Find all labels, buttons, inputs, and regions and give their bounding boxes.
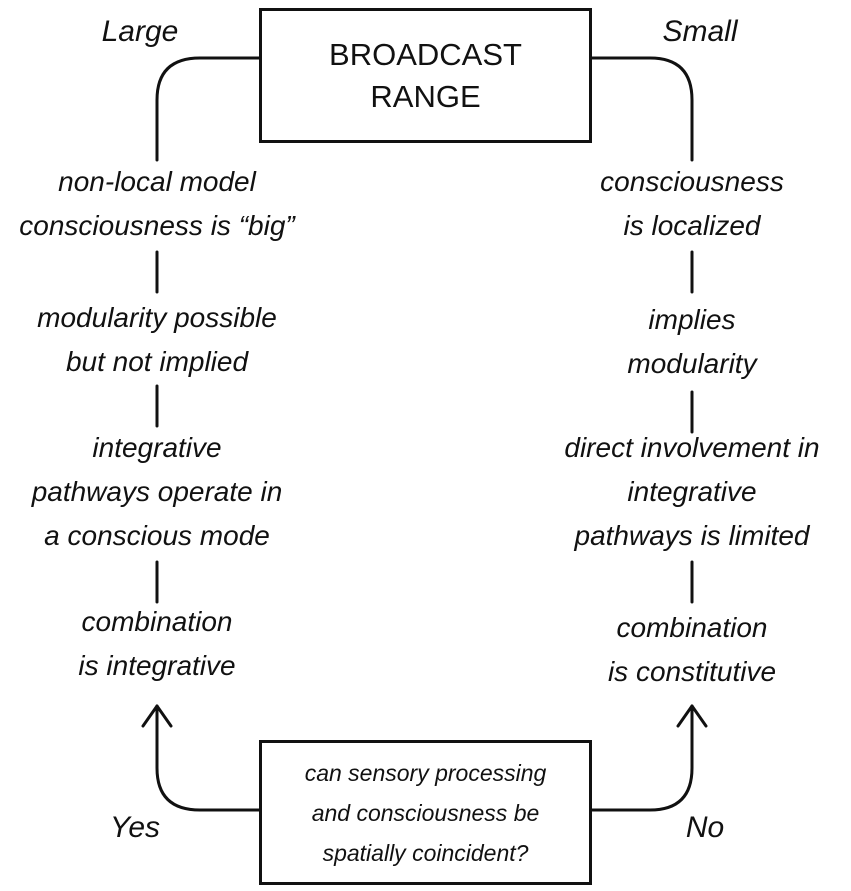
question-line-3: spatially coincident? bbox=[322, 839, 529, 866]
left-item-modularity-possible: modularity possible but not implied bbox=[37, 302, 277, 377]
right-item-implies-modularity: implies modularity bbox=[627, 304, 757, 379]
right-item-combination-constitutive: combination is constitutive bbox=[607, 612, 777, 687]
right-header-label: Small bbox=[662, 15, 738, 48]
answer-yes-label: Yes bbox=[109, 811, 161, 844]
title-to-right-connector bbox=[590, 56, 694, 162]
left-header-label: Large bbox=[101, 15, 179, 48]
answer-no-label: No bbox=[685, 811, 725, 844]
title-box: BROADCAST RANGE bbox=[259, 8, 592, 143]
question-to-left-arrow bbox=[155, 704, 261, 812]
title-line-1: BROADCAST bbox=[329, 36, 522, 72]
right-arrowhead bbox=[676, 704, 708, 728]
title-to-left-connector bbox=[155, 56, 261, 162]
right-item-localized: consciousness is localized bbox=[600, 166, 784, 241]
question-line-2: and consciousness be bbox=[311, 799, 540, 826]
left-item-integrative-pathways: integrative pathways operate in a consci… bbox=[31, 432, 283, 551]
right-item-direct-involvement: direct involvement in integrative pathwa… bbox=[564, 432, 820, 551]
left-item-combination-integrative: combination is integrative bbox=[78, 606, 236, 681]
question-line-1: can sensory processing bbox=[304, 759, 547, 786]
question-to-right-arrow bbox=[590, 704, 694, 812]
left-arrowhead bbox=[141, 704, 173, 728]
left-item-nonlocal-model: non-local model consciousness is “big” bbox=[19, 166, 295, 241]
question-box: can sensory processing and consciousness… bbox=[259, 740, 592, 885]
title-line-2: RANGE bbox=[370, 78, 481, 114]
